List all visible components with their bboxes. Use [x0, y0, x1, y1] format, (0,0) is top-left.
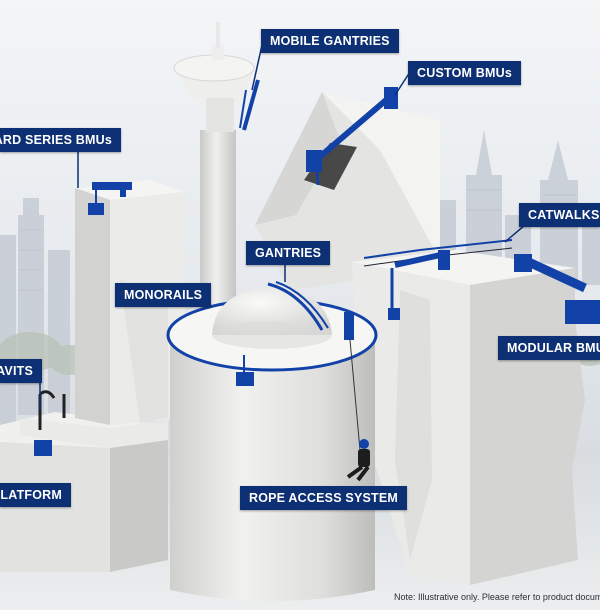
label-modular-bmus: MODULAR BMUs: [498, 336, 600, 360]
equipment: [34, 79, 600, 456]
label-custom-bmus: CUSTOM BMUs: [408, 61, 522, 85]
label-mobile-gantries: MOBILE GANTRIES: [261, 29, 399, 53]
disclaimer-note: Note: Illustrative only. Please refer to…: [394, 592, 600, 602]
label-monorails: MONORAILS: [115, 283, 212, 307]
label-catwalks: CATWALKS: [519, 203, 600, 227]
leader-lines: [39, 44, 526, 410]
angular-building: [255, 92, 440, 290]
label-platform: PLATFORM: [0, 483, 71, 507]
label-board-series-bmus: BOARD SERIES BMUs: [0, 128, 121, 152]
cylinder-building: [166, 288, 378, 601]
label-rope-access-system: ROPE ACCESS SYSTEM: [240, 486, 407, 510]
label-davits: DAVITS: [0, 359, 42, 383]
label-gantries: GANTRIES: [246, 241, 331, 265]
left-tower-building: [75, 180, 185, 425]
rope-access-worker: [346, 439, 370, 482]
